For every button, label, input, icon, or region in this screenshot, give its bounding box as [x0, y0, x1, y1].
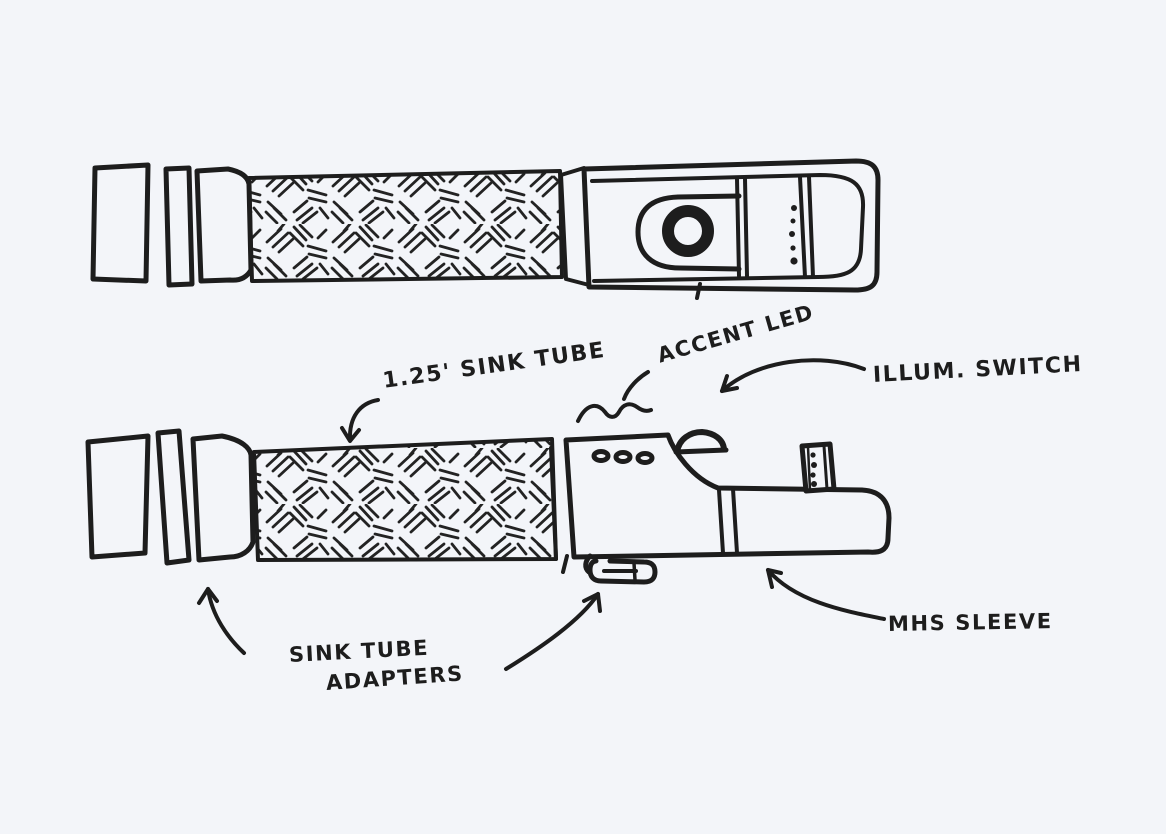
top-view-main-switch-button [662, 205, 714, 257]
belt-clip-arrow [504, 592, 602, 671]
top-view-led-dots [789, 205, 798, 265]
side-view-belt-clip [583, 553, 658, 585]
side-view-edge-tick [561, 554, 569, 574]
adapters-arrow [197, 587, 246, 655]
accent-led-squiggle [576, 402, 653, 423]
top-view-main-switch-box [635, 193, 742, 272]
hilt-top-view [90, 158, 881, 300]
accent-led-connector [576, 370, 653, 423]
side-view-accent-led-dots [591, 449, 655, 465]
illum-switch-arrow [720, 358, 866, 393]
side-view-adapter-collar [190, 433, 256, 563]
side-view-illum-switch-bump [673, 429, 729, 455]
side-view-adapter-ring [155, 428, 192, 566]
side-view-body [549, 432, 892, 574]
top-view-adapter-ring [163, 165, 195, 288]
side-view-transition-line [549, 446, 558, 561]
side-view-neck-dividers [717, 487, 739, 555]
sink-tube-arrow [340, 398, 380, 443]
top-view-adapter-collar [194, 166, 254, 284]
annotation-arrows [197, 358, 886, 671]
top-view-sink-tube [247, 169, 564, 283]
hilt-side-view [85, 428, 892, 585]
mhs-sleeve-arrow [766, 568, 886, 621]
side-view-pommel-cap [85, 433, 151, 560]
top-view-divider-lines [735, 175, 815, 279]
side-view-sink-tube [252, 437, 558, 562]
side-view-switch-band [799, 441, 837, 494]
top-view-pommel-cap [90, 162, 151, 284]
top-view-body-inner-panel [590, 173, 866, 283]
mhs-sleeve-label: MHS SLEEVE [887, 609, 1053, 636]
top-view-tick-mark [695, 282, 702, 300]
